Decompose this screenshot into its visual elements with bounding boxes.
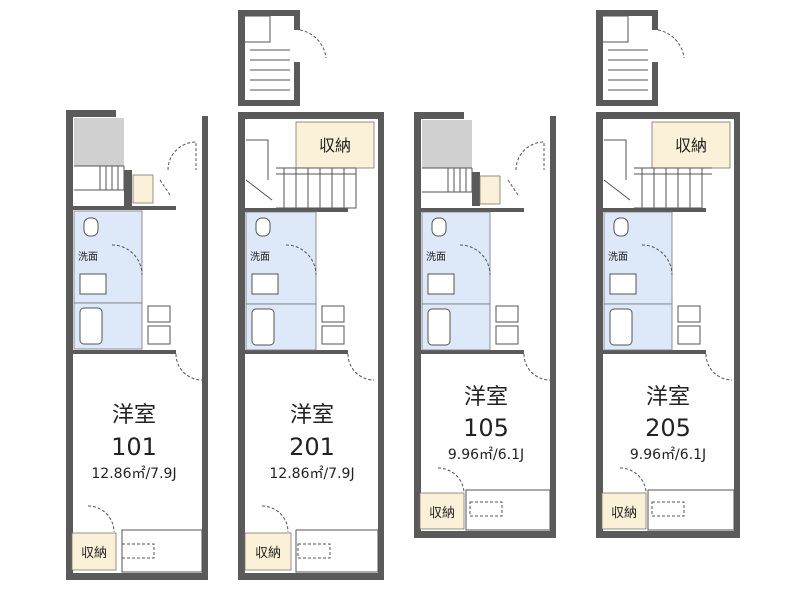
unit-101-closet-label: 収納: [81, 546, 107, 561]
stove-icon: [495, 305, 519, 323]
unit-105-room-label: 洋室: [464, 385, 508, 410]
toilet-icon: [255, 217, 271, 237]
unit-205-wash-label: 洗面: [608, 251, 628, 263]
unit-105-area: 9.96㎡/6.1J: [448, 447, 524, 463]
unit-205-closet-label: 収納: [611, 506, 637, 521]
unit-201-closet-label: 収納: [255, 546, 281, 561]
toilet-icon: [613, 217, 629, 237]
unit-201-area: 12.86㎡/7.9J: [269, 466, 354, 482]
toilet-icon: [83, 217, 99, 237]
kitchen-sink-icon: [147, 325, 171, 345]
closet-box: [71, 532, 117, 571]
unit-205-room-label: 洋室: [646, 385, 690, 410]
closet-box: [244, 532, 292, 571]
stove-icon: [677, 305, 701, 323]
unit-201: [238, 10, 384, 580]
upper-closet-box: [651, 121, 731, 169]
unit-105-closet-label: 収納: [429, 506, 455, 521]
stair-area: [74, 118, 124, 166]
sink-icon: [427, 273, 455, 295]
unit-205: [596, 10, 740, 538]
toilet-icon: [431, 217, 447, 237]
unit-201-number: 201: [289, 433, 335, 461]
stove-icon: [147, 305, 171, 323]
unit-205-number: 205: [645, 414, 691, 442]
closet-box: [601, 492, 647, 530]
unit-201-upper-closet-label: 収納: [319, 136, 351, 155]
upper-closet-box: [295, 121, 375, 169]
sink-icon: [79, 273, 107, 295]
unit-101-room-label: 洋室: [112, 403, 156, 428]
unit-205-upper-closet-label: 収納: [675, 136, 707, 155]
kitchen-sink-icon: [495, 325, 519, 345]
unit-101-number: 101: [111, 433, 157, 461]
unit-201-wash-label: 洗面: [250, 251, 270, 263]
unit-201-room-label: 洋室: [290, 403, 334, 428]
closet-box: [419, 492, 465, 530]
unit-105-wash-label: 洗面: [426, 251, 446, 263]
bathtub-icon: [251, 308, 275, 346]
unit-101-area: 12.86㎡/7.9J: [91, 466, 176, 482]
unit-101-wash-label: 洗面: [78, 251, 98, 263]
sink-icon: [251, 273, 279, 295]
unit-101: [66, 110, 208, 580]
kitchen-sink-icon: [677, 325, 701, 345]
kitchen-sink-icon: [321, 325, 345, 345]
bathtub-icon: [427, 308, 451, 346]
bathtub-icon: [79, 307, 103, 345]
unit-205-area: 9.96㎡/6.1J: [630, 447, 706, 463]
bathtub-icon: [609, 308, 633, 346]
unit-105-number: 105: [463, 414, 509, 442]
stair-area: [422, 120, 472, 168]
sink-icon: [609, 273, 637, 295]
unit-105: [414, 112, 556, 538]
stove-icon: [321, 305, 345, 323]
